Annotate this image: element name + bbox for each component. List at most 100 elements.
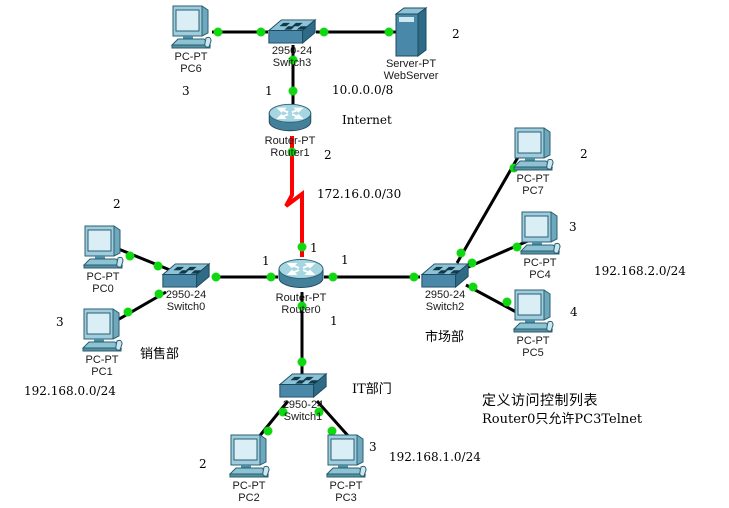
device-name: WebServer — [383, 70, 439, 82]
switch-icon — [419, 262, 471, 289]
device-pc7[interactable]: PC-PT PC7 — [501, 127, 565, 197]
device-pc4[interactable]: PC-PT PC4 — [508, 211, 572, 281]
router-icon — [277, 256, 325, 292]
link-switch1-pc2[interactable] — [256, 400, 290, 439]
device-model: PC-PT — [516, 335, 550, 347]
pc-icon — [511, 289, 555, 335]
device-name: Router0 — [281, 304, 321, 316]
marketing-dept-label: 市场部 — [425, 330, 465, 345]
device-name: PC6 — [180, 63, 202, 75]
device-model: Router-PT — [264, 135, 316, 147]
link-switch3-webserver[interactable] — [316, 27, 398, 37]
network-label-internet-lan: 10.0.0.0/8 — [332, 83, 394, 97]
port-number-switch3-router1: 1 — [265, 84, 273, 98]
pc-icon — [324, 434, 368, 480]
port-number-router0-left: 1 — [262, 254, 270, 268]
link-switch2-pc5[interactable] — [465, 282, 519, 315]
port-number-pc7: 2 — [580, 147, 588, 161]
switch-icon — [277, 372, 329, 399]
acl-note-line1: 定义访问控制列表 — [482, 393, 598, 409]
device-pc6[interactable]: PC-PT PC6 — [159, 5, 223, 75]
port-number-pc6: 3 — [182, 84, 190, 98]
link-pc6-switch3[interactable] — [212, 27, 268, 37]
network-label-it-lan: 192.168.1.0/24 — [389, 450, 481, 464]
port-number-router0-bottom: 1 — [330, 314, 338, 328]
pc-icon — [511, 127, 555, 173]
device-name: Router1 — [270, 147, 310, 159]
port-number-pc1: 3 — [56, 315, 64, 329]
router-icon — [266, 101, 314, 135]
pc-icon — [227, 434, 271, 480]
port-number-router1-serial: 2 — [324, 148, 332, 162]
port-number-webserver: 2 — [452, 27, 460, 41]
device-name: PC3 — [335, 492, 357, 504]
link-router0-switch0[interactable] — [211, 272, 279, 282]
device-pc1[interactable]: PC-PT PC1 — [70, 308, 134, 378]
device-router0[interactable]: Router-PT Router0 — [265, 256, 337, 316]
link-switch3-router1[interactable] — [288, 45, 298, 104]
device-model: PC-PT — [516, 173, 550, 185]
device-name: PC7 — [522, 185, 544, 197]
device-switch1[interactable]: 2950-24 Switch1 — [271, 372, 335, 423]
device-model: 2950-24 — [165, 289, 207, 301]
port-number-pc0: 2 — [113, 197, 121, 211]
device-name: PC5 — [522, 347, 544, 359]
device-model: PC-PT — [86, 271, 120, 283]
device-router1[interactable]: Router-PT Router1 — [254, 101, 326, 159]
switch-icon — [266, 18, 318, 45]
device-model: 2950-24 — [282, 399, 324, 411]
device-model: 2950-24 — [424, 289, 466, 301]
link-switch2-pc4[interactable] — [465, 238, 531, 270]
link-router0-switch1[interactable] — [297, 292, 307, 374]
device-model: PC-PT — [329, 480, 363, 492]
network-label-serial-wan: 172.16.0.0/30 — [317, 187, 402, 201]
network-label-marketing-lan: 192.168.2.0/24 — [594, 264, 686, 278]
port-number-pc4: 3 — [569, 220, 577, 234]
device-name: Switch2 — [425, 301, 465, 313]
switch-icon — [160, 262, 212, 289]
link-switch0-pc0[interactable] — [115, 246, 171, 272]
pc-icon — [80, 308, 124, 354]
device-model: Server-PT — [385, 58, 437, 70]
port-number-router0-right: 1 — [341, 253, 349, 267]
device-name: PC2 — [238, 492, 260, 504]
device-switch3[interactable]: 2950-24 Switch3 — [260, 18, 324, 69]
pc-icon — [81, 225, 125, 271]
device-webserver[interactable]: Server-PT WebServer — [375, 6, 447, 82]
device-name: PC0 — [92, 283, 114, 295]
sales-dept-label: 销售部 — [140, 347, 180, 362]
device-name: Switch3 — [272, 57, 312, 69]
link-switch1-pc3[interactable] — [314, 400, 352, 439]
device-name: PC4 — [529, 269, 551, 281]
device-model: PC-PT — [85, 354, 119, 366]
device-name: PC1 — [91, 366, 113, 378]
device-pc3[interactable]: PC-PT PC3 — [314, 434, 378, 504]
link-serial-router1-router0[interactable] — [284, 136, 307, 257]
device-pc0[interactable]: PC-PT PC0 — [71, 225, 135, 295]
device-switch0[interactable]: 2950-24 Switch0 — [154, 262, 218, 313]
network-label-sales-lan: 192.168.0.0/24 — [24, 384, 116, 398]
device-model: 2950-24 — [271, 45, 313, 57]
acl-note-line2: Router0只允许PC3Telnet — [482, 412, 643, 427]
link-switch0-pc1[interactable] — [113, 289, 167, 324]
port-number-router0-serial: 1 — [310, 241, 318, 255]
server-icon — [394, 6, 428, 58]
device-name: Switch0 — [166, 301, 206, 313]
device-model: Router-PT — [275, 292, 327, 304]
internet-label: Internet — [342, 113, 392, 127]
device-switch2[interactable]: 2950-24 Switch2 — [413, 262, 477, 313]
device-name: Switch1 — [283, 411, 323, 423]
device-pc5[interactable]: PC-PT PC5 — [501, 289, 565, 359]
port-number-pc3: 3 — [369, 440, 377, 454]
pc-icon — [518, 211, 562, 257]
device-model: PC-PT — [174, 51, 208, 63]
device-model: PC-PT — [523, 257, 557, 269]
it-dept-label: IT部门 — [352, 382, 392, 397]
port-number-pc5: 4 — [570, 305, 578, 319]
pc-icon — [169, 5, 213, 51]
device-model: PC-PT — [232, 480, 266, 492]
link-router0-switch2[interactable] — [324, 272, 420, 282]
device-pc2[interactable]: PC-PT PC2 — [217, 434, 281, 504]
